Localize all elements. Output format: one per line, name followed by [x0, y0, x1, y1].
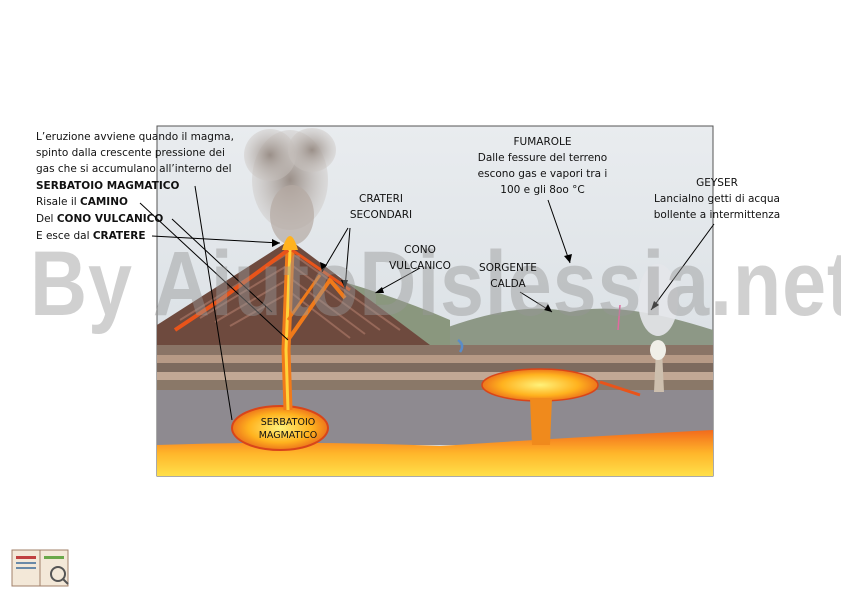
label-cono-1: CONO — [404, 244, 436, 256]
label-sorgente-2: CALDA — [490, 278, 526, 290]
label-serbatoio-2: MAGMATICO — [258, 430, 318, 441]
fumarole-line-3: 100 e gli 8oo °C — [500, 184, 585, 196]
intro-line-7: E esce dal CRATERE — [36, 228, 146, 244]
intro-line-3: gas che si accumulano all’interno del — [36, 163, 232, 175]
secondary-conduit — [286, 276, 347, 342]
geyser-plume — [638, 264, 678, 392]
magma-chamber — [231, 405, 329, 451]
watermark: By AiutoDislessia.net — [30, 233, 841, 335]
arrow-heads — [272, 239, 659, 312]
geyser-title: GEYSER — [696, 177, 738, 189]
intro-line-5: Risale il CAMINO — [36, 194, 128, 210]
volcano-cone — [157, 240, 430, 345]
geyser-line-2: bollente a intermittenza — [653, 209, 781, 221]
intro-line-6a: Del — [36, 213, 57, 225]
label-crateri-1: CRATERI — [358, 193, 403, 205]
intro-line-6b: CONO VULCANICO — [56, 213, 164, 225]
lava-flow — [173, 248, 290, 332]
crater-glow — [282, 236, 298, 250]
intro-line-5a: Risale il — [36, 196, 81, 208]
label-sorgente-1: SORGENTE — [479, 262, 537, 274]
fumarole-line-1: Dalle fessure del terreno — [477, 152, 608, 164]
label-crateri-2: SECONDARI — [349, 209, 413, 221]
label-geyser: GEYSER Lancialno getti di acqua bollente… — [643, 175, 791, 223]
stream — [457, 338, 464, 353]
geyser-line-1: Lancialno getti di acqua — [654, 193, 780, 205]
label-serbatoio-1: SERBATOIO — [260, 417, 316, 428]
fumarole-title: FUMAROLE — [513, 136, 572, 148]
book-icon — [11, 549, 69, 587]
label-cono-vulcanico: CONO VULCANICO — [380, 242, 460, 274]
label-crateri-secondari: CRATERI SECONDARI — [336, 191, 426, 223]
intro-line-6: Del CONO VULCANICO — [36, 211, 163, 227]
fumarole-line-2: escono gas e vapori tra i — [477, 168, 608, 180]
intro-line-4: SERBATOIO MAGMATICO — [36, 180, 180, 192]
intro-line-2: spinto dalla crescente pressione dei — [36, 147, 225, 159]
intro-line-5b: CAMINO — [80, 196, 128, 208]
intro-line-1: L’eruzione avviene quando il magma, — [36, 131, 234, 143]
spring-magma — [481, 368, 599, 402]
label-serbatoio-magmatico: SERBATOIO MAGMATICO — [248, 416, 328, 442]
deep-magma — [157, 430, 713, 476]
strata-top — [157, 345, 713, 355]
geyser-steam-line — [617, 304, 621, 331]
label-sorgente-calda: SORGENTE CALDA — [466, 260, 550, 292]
intro-line-7b: CRATERE — [92, 230, 146, 242]
intro-line-7a: E esce dal — [36, 230, 93, 242]
label-cono-2: VULCANICO — [389, 260, 451, 272]
spring-conduit — [599, 380, 641, 397]
label-fumarole: FUMAROLE Dalle fessure del terreno escon… — [465, 134, 620, 198]
eruption-plume — [244, 128, 336, 245]
